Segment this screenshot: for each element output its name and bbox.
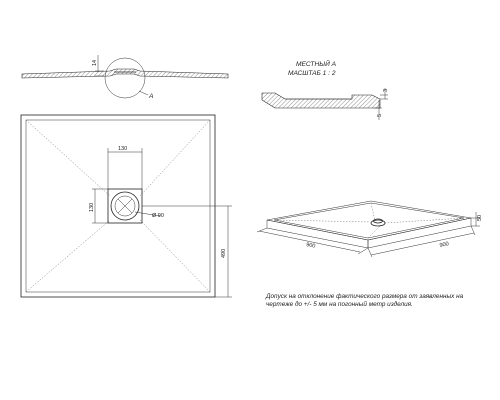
detail-a-leader: [138, 90, 149, 96]
iso-right-ext-b: [470, 225, 476, 236]
detail-a-callout: A: [148, 93, 154, 100]
tolerance-note: Допуск на отклонение фактического размер…: [265, 293, 464, 308]
drain-height-label: 130: [89, 203, 95, 212]
detail-title-line1: МЕСТНЫЙ А: [296, 59, 337, 68]
detail-dim-5-label: 5: [377, 114, 383, 117]
plan-slope-line-tr: [139, 119, 211, 197]
hole-dim-label: Ø 90: [152, 213, 164, 219]
plan-slope-line-bl: [25, 219, 111, 293]
isometric-view: 50 900 900: [256, 200, 483, 258]
detail-section-profile: [261, 92, 381, 109]
detail-title-line2: МАСШТАБ 1 : 2: [288, 70, 336, 77]
iso-right-ext-a: [367, 247, 373, 258]
iso-left-ext-b: [357, 247, 369, 255]
iso-height-label: 50: [477, 215, 483, 221]
iso-inner-face: [273, 202, 465, 239]
hole-leader-line: [134, 211, 161, 217]
iso-drain-outer: [370, 219, 386, 227]
iso-slope-b: [370, 202, 376, 222]
iso-left-dim-line: [258, 230, 361, 253]
section-tray-profile: [21, 68, 229, 79]
side-dim-label: 490: [221, 249, 227, 258]
iso-slope-c: [384, 217, 465, 224]
section-view-top: A 14: [21, 55, 229, 100]
plan-slope-line-tl: [25, 119, 111, 197]
iso-right-side: [367, 217, 472, 249]
note-line-2: чертеже до +/- 5 мм на погонный метр изд…: [266, 300, 413, 308]
drain-grate: [114, 195, 136, 217]
detail-a-view: МЕСТНЫЙ А МАСШТАБ 1 : 2 3 5: [261, 59, 389, 120]
iso-slope-a: [273, 219, 371, 223]
drain-grate-cross-b: [117, 198, 133, 214]
detail-a-circle: [104, 57, 146, 99]
thickness-dim-label: 14: [92, 60, 98, 66]
drain-outer-ring: [110, 191, 140, 221]
detail-dim-3-label: 3: [383, 89, 389, 92]
iso-right-dim-line: [370, 232, 475, 256]
note-line-1: Допуск на отклонение фактического размер…: [265, 293, 464, 300]
iso-left-dim-label: 900: [306, 242, 316, 250]
iso-slope-d: [367, 225, 381, 239]
plan-slope-line-br: [139, 219, 211, 293]
iso-right-dim-label: 900: [439, 241, 449, 249]
iso-left-ext-a: [256, 227, 268, 233]
drain-width-label: 130: [118, 146, 127, 152]
iso-left-side: [266, 219, 369, 249]
iso-drain-inner: [373, 218, 383, 224]
plan-view: 130 130 Ø 90 490: [20, 114, 232, 298]
